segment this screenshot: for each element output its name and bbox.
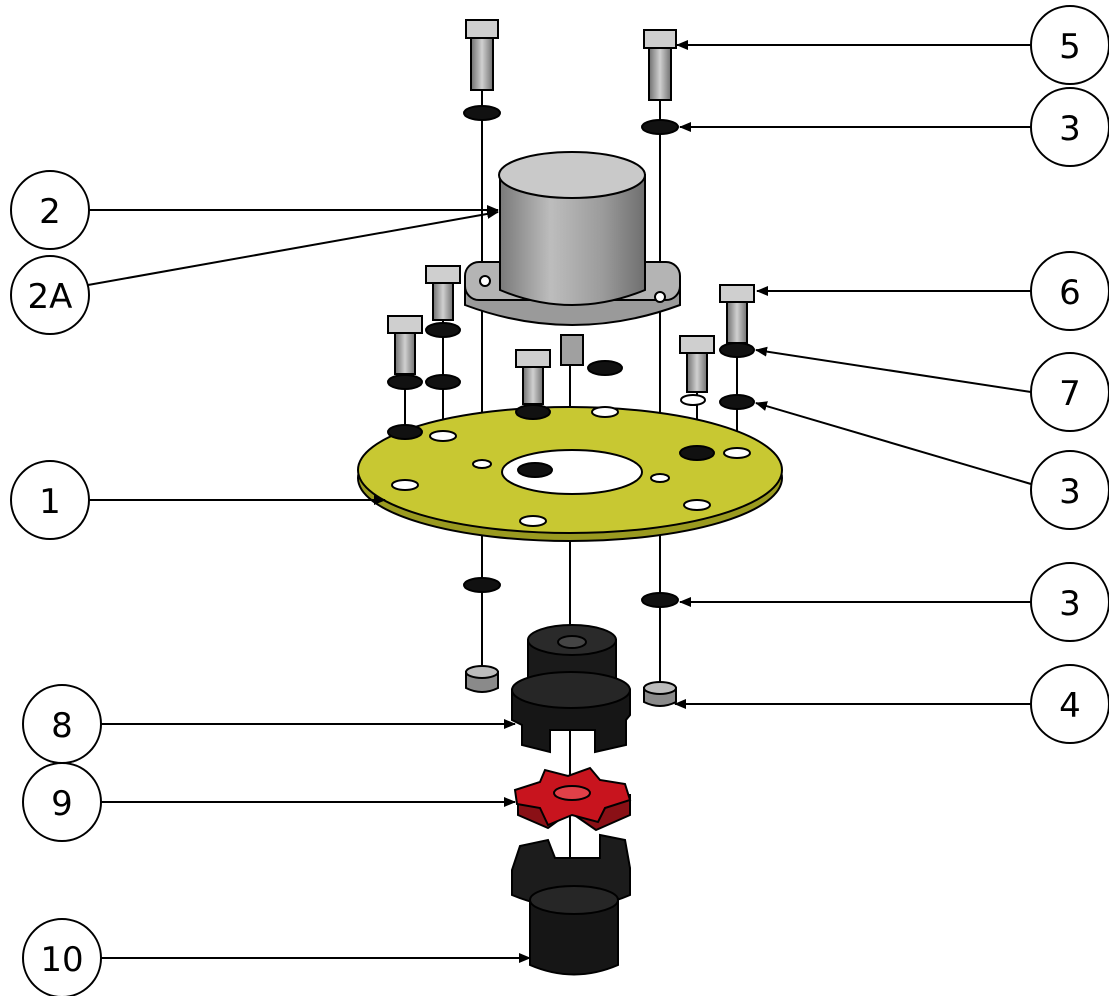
balloon-3-top [1030,87,1109,167]
balloon-10 [22,918,102,996]
balloon-6 [1030,251,1109,331]
motor-body [499,174,646,306]
coupling-hub-lower [511,833,631,976]
coupling-spider [513,766,632,832]
leader-7 [755,346,1032,393]
callout-3-top: 3 [1059,109,1081,149]
balloon-callouts [10,5,1109,996]
callout-3-bottom: 3 [1059,584,1081,624]
balloon-2 [10,170,90,250]
callout-10: 10 [40,940,83,980]
nut-right [643,681,677,707]
mounting-plate [357,394,783,542]
leader-2a [87,209,499,286]
bolt-right-2 [719,284,755,344]
callout-9: 9 [51,784,73,824]
callout-7: 7 [1059,374,1081,414]
motor-top-cap [498,151,646,199]
callout-4: 4 [1059,686,1081,726]
nuts [465,665,677,707]
coupling-hub-upper [511,624,631,754]
balloon-9 [22,762,102,842]
balloon-2a [10,255,90,335]
callout-1: 1 [39,482,61,522]
bolt-top-left [465,19,499,91]
balloon-labels: 1 2 2A 5 3 6 7 3 3 4 8 9 10 [28,27,1081,980]
callout-8: 8 [51,706,73,746]
balloon-3-bottom [1030,562,1109,642]
bolt-left-1 [387,315,423,375]
washers [387,105,755,608]
balloon-5 [1030,5,1109,85]
callout-6: 6 [1059,273,1081,313]
callout-3-middle: 3 [1059,472,1081,512]
balloon-7 [1030,352,1109,432]
motor-shaft [560,334,584,366]
callout-2: 2 [39,192,61,232]
callout-5: 5 [1059,27,1081,67]
plate-bolt-holes [391,394,751,527]
leader-lines [87,40,1032,963]
bolt-top-right [643,29,677,101]
bolt-right-1 [679,335,715,393]
nut-left [465,665,499,693]
bolt-left-2 [425,265,461,321]
bolts [387,19,755,405]
plate-center-hole [501,449,643,495]
balloon-4 [1030,664,1109,744]
motor-assembly [464,151,681,366]
callout-2a: 2A [28,277,73,317]
leader-3b [755,401,1032,485]
balloon-3-middle [1030,450,1109,530]
bolt-center [515,349,551,405]
balloon-1 [10,460,90,540]
